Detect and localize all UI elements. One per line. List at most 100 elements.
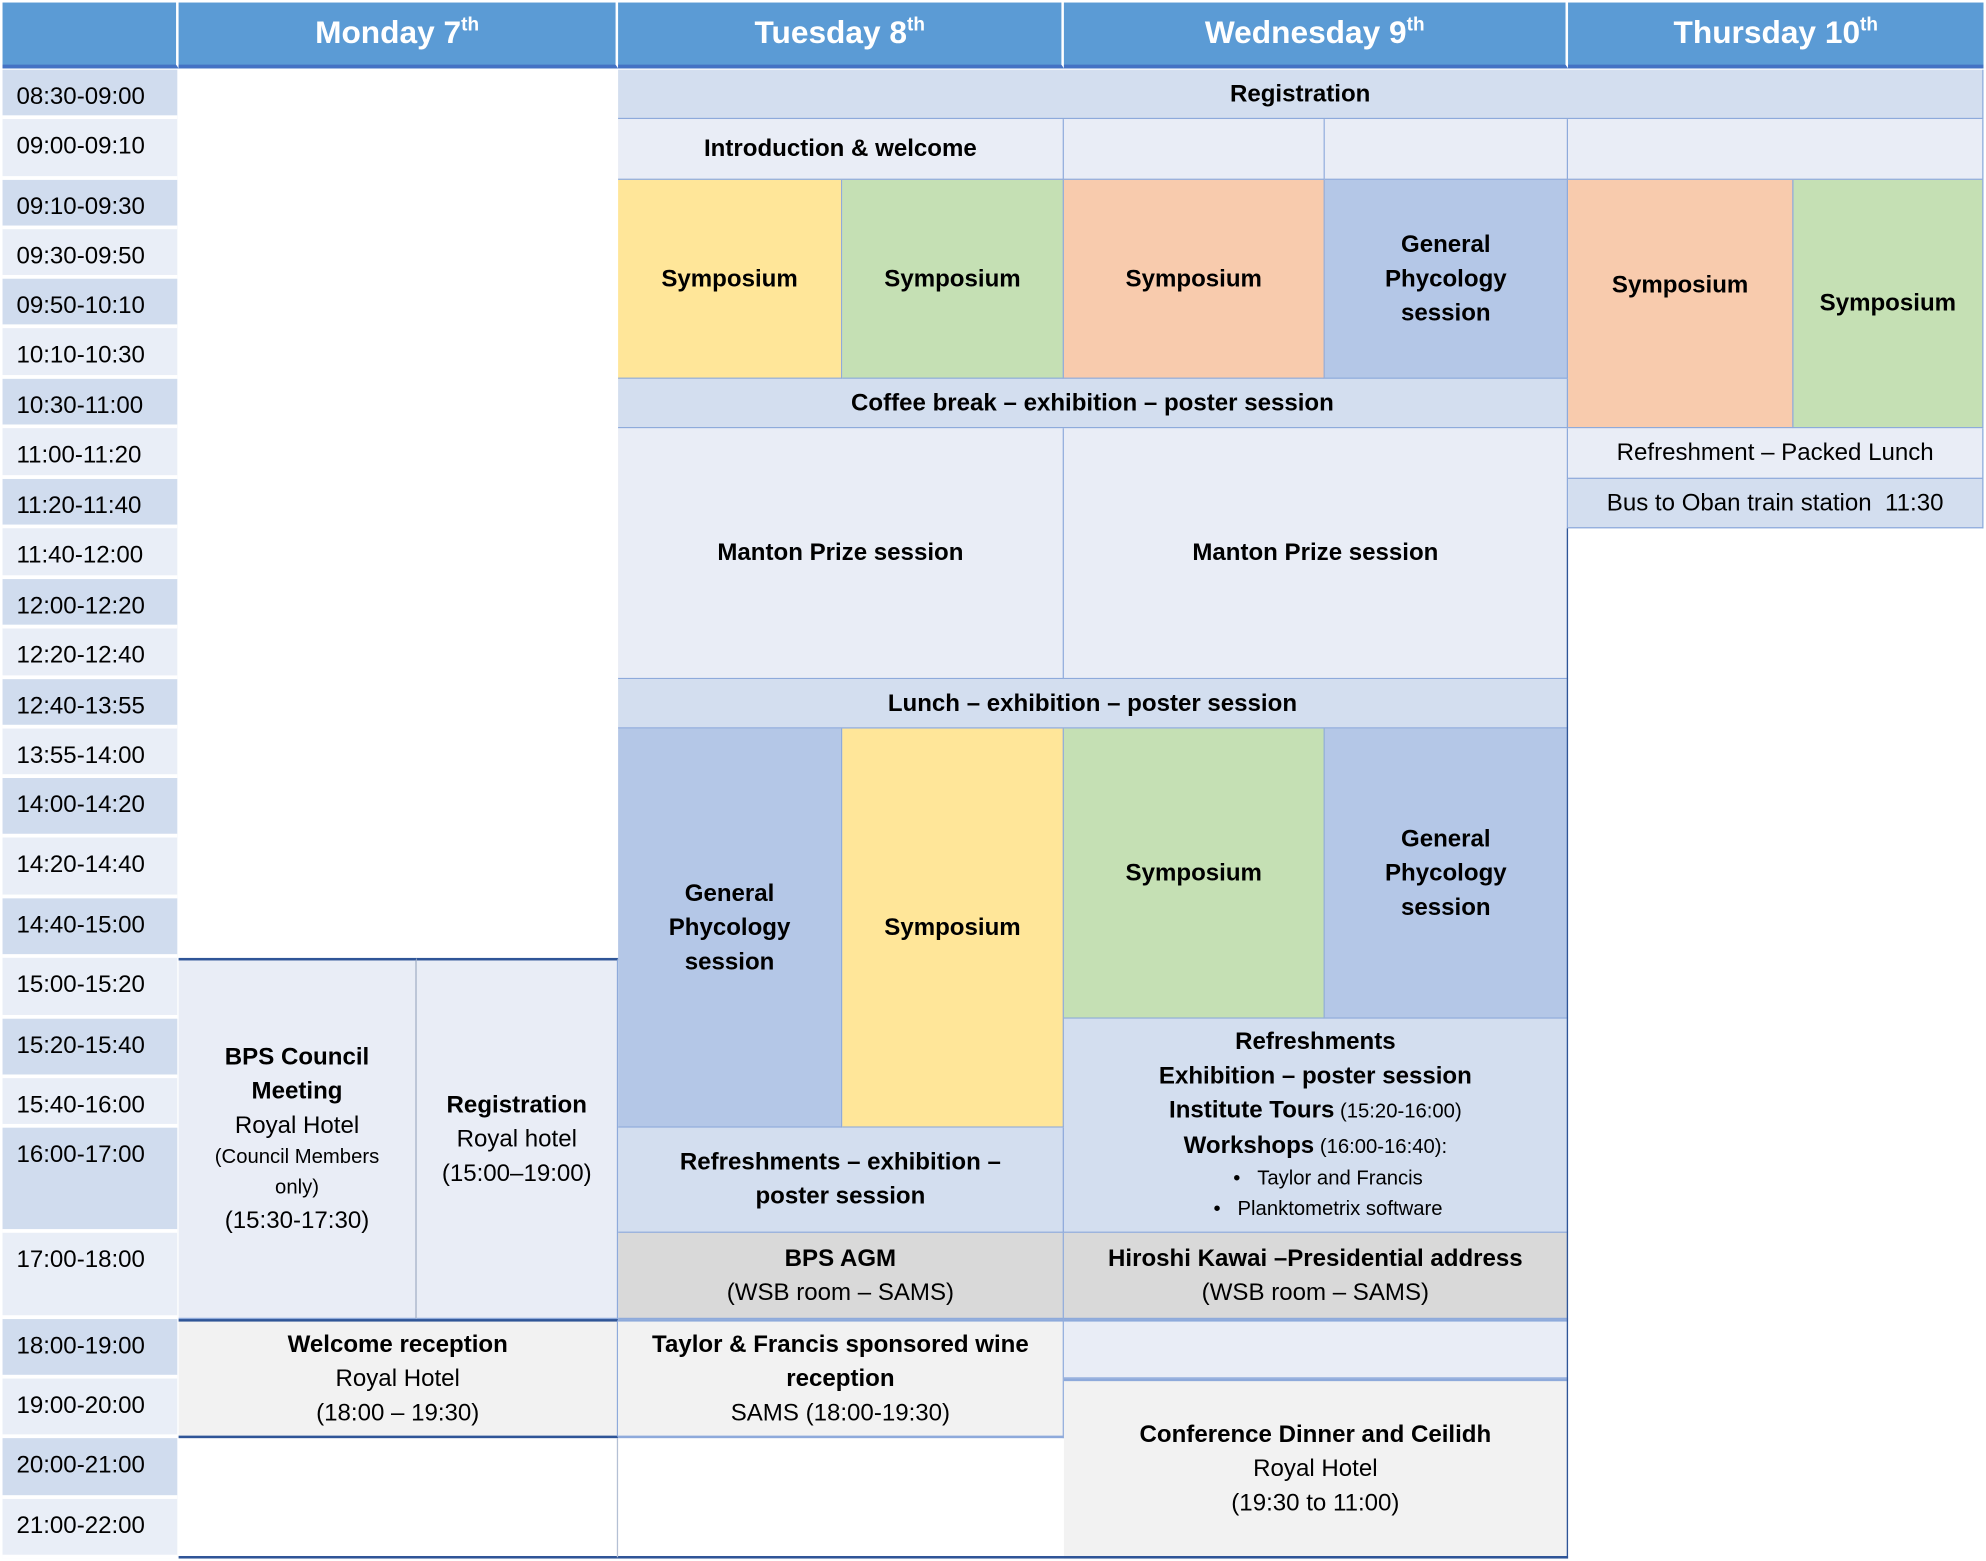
- manton-prize-block: Manton Prize session: [1063, 428, 1569, 680]
- intro-welcome-block: Introduction & welcome: [618, 119, 1064, 180]
- event-subtitle: Workshops: [1183, 1132, 1315, 1160]
- time-slot-label: 15:00-15:20: [2, 957, 178, 1019]
- time-slot-label: 11:00-11:20: [2, 428, 178, 479]
- bps-agm-block: BPS AGM (WSB room – SAMS): [618, 1232, 1064, 1320]
- event-title: session: [1400, 299, 1491, 327]
- event-title: Taylor & Francis sponsored wine: [652, 1331, 1029, 1358]
- time-slot-label: 13:55-14:00: [2, 728, 178, 778]
- event-title: Symposium: [1125, 859, 1262, 887]
- header-wednesday: Wednesday 9th: [1063, 2, 1569, 69]
- event-title: session: [1400, 893, 1491, 921]
- welcome-reception-block: Welcome reception Royal Hotel (18:00 – 1…: [178, 1319, 619, 1439]
- symposium-block: Symposium: [1568, 179, 1794, 429]
- time-slot-label: 17:00-18:00: [2, 1232, 178, 1320]
- event-place: (WSB room – SAMS): [1201, 1279, 1430, 1306]
- time-slot-label: 15:20-15:40: [2, 1018, 178, 1079]
- time-slot-label: 14:20-14:40: [2, 837, 178, 899]
- day-label: Monday 7: [315, 15, 462, 51]
- event-place: Royal Hotel: [335, 1365, 460, 1392]
- event-title: Meeting: [251, 1078, 343, 1105]
- time-slot-label: 10:30-11:00: [2, 378, 178, 429]
- event-title: Symposium: [1125, 265, 1262, 293]
- symposium-block: Symposium: [842, 728, 1064, 1128]
- table-bottom-border: [178, 1555, 1569, 1559]
- registration-block: Registration: [618, 69, 1984, 120]
- bus-block: Bus to Oban train station 11:30: [1568, 478, 1984, 529]
- time-slot-label: 09:10-09:30: [2, 179, 178, 230]
- time-slot-label: 14:40-15:00: [2, 898, 178, 958]
- tue-refreshments-block: Refreshments – exhibition –poster sessio…: [618, 1127, 1064, 1233]
- conference-dinner-block: Conference Dinner and Ceilidh Royal Hote…: [1063, 1378, 1569, 1559]
- time-slot-label: 12:00-12:20: [2, 579, 178, 629]
- event-subtitle: Institute Tours: [1169, 1097, 1335, 1124]
- time-slot-label: 20:00-21:00: [2, 1438, 178, 1499]
- event-title: Phycology: [668, 914, 791, 941]
- event-note: (Council Members only): [214, 1146, 380, 1199]
- event-place: Royal Hotel: [234, 1112, 360, 1140]
- event-title: BPS AGM: [784, 1244, 897, 1272]
- event-title: Phycology: [1384, 265, 1507, 293]
- symposium-block: Symposium: [842, 179, 1064, 379]
- presidential-address-block: Hiroshi Kawai –Presidential address(WSB …: [1063, 1232, 1569, 1320]
- event-title: Registration: [1229, 80, 1371, 108]
- header-corner: [2, 2, 179, 69]
- event-title: Registration: [446, 1091, 587, 1119]
- symposium-block: Symposium: [1063, 179, 1325, 379]
- event-title: Manton Prize session: [717, 539, 964, 567]
- event-title: Manton Prize session: [1192, 539, 1439, 567]
- time-slot-label: 09:30-09:50: [2, 229, 178, 279]
- empty-slot: [1063, 1319, 1569, 1379]
- bps-council-block: BPS Council Meeting Royal Hotel (Council…: [178, 957, 417, 1320]
- event-time: (16:00-16:40):: [1314, 1136, 1448, 1159]
- day-suffix: th: [1860, 13, 1879, 36]
- header-thursday: Thursday 10th: [1568, 2, 1984, 69]
- event-title: Symposium: [1819, 290, 1957, 317]
- event-title: Conference Dinner and Ceilidh: [1139, 1421, 1492, 1449]
- day-suffix: th: [1406, 13, 1425, 36]
- monday-registration-block: Registration Royal hotel (15:00–19:00): [416, 957, 619, 1320]
- event-time: (15:20-16:00): [1334, 1101, 1462, 1123]
- time-slot-label: 12:40-13:55: [2, 679, 178, 729]
- event-time: (15:30-17:30): [224, 1207, 370, 1235]
- time-slot-label: 12:20-12:40: [2, 628, 178, 680]
- wed-refreshments-block: Refreshments Exhibition – poster session…: [1063, 1018, 1569, 1233]
- event-place: Royal Hotel: [1253, 1455, 1378, 1483]
- event-subtitle: Exhibition – poster session: [1158, 1063, 1472, 1090]
- day-suffix: th: [907, 13, 925, 36]
- event-title: Bus to Oban train station 11:30: [1606, 489, 1944, 517]
- header-tuesday: Tuesday 8th: [618, 2, 1064, 69]
- time-slot-label: 21:00-22:00: [2, 1498, 178, 1559]
- event-title: Lunch – exhibition – poster session: [887, 689, 1298, 717]
- header-monday: Monday 7th: [178, 2, 619, 69]
- event-title: Symposium: [1611, 272, 1749, 300]
- coffee-break-block: Coffee break – exhibition – poster sessi…: [618, 378, 1569, 429]
- time-slot-label: 18:00-19:00: [2, 1319, 178, 1379]
- time-slot-label: 19:00-20:00: [2, 1378, 178, 1439]
- time-slot-label: 15:40-16:00: [2, 1078, 178, 1128]
- time-slot-label: 10:10-10:30: [2, 328, 178, 379]
- time-slot-label: 11:20-11:40: [2, 478, 178, 529]
- event-place: SAMS (18:00-19:30): [730, 1399, 951, 1427]
- event-place: (WSB room – SAMS): [726, 1279, 955, 1306]
- event-title: session: [684, 948, 775, 976]
- event-title: reception: [786, 1365, 895, 1392]
- day-suffix: th: [461, 13, 480, 36]
- time-slot-label: 11:40-12:00: [2, 528, 178, 580]
- event-title: Symposium: [661, 265, 798, 293]
- time-slot-label: 09:50-10:10: [2, 278, 178, 329]
- event-title: BPS Council: [224, 1044, 370, 1071]
- manton-prize-block: Manton Prize session: [618, 428, 1064, 680]
- column-divider: [616, 1438, 619, 1558]
- event-title: Refreshment – Packed Lunch: [1616, 439, 1934, 467]
- event-title: poster session: [755, 1183, 926, 1211]
- empty-slot: [1063, 119, 1325, 180]
- wine-reception-block: Taylor & Francis sponsored wine receptio…: [618, 1319, 1064, 1439]
- event-place: Royal hotel: [456, 1125, 577, 1153]
- empty-slot: [1324, 119, 1569, 180]
- event-title: General: [684, 880, 775, 907]
- workshop-item: Planktometrix software: [1237, 1198, 1443, 1221]
- symposium-block: Symposium: [1063, 728, 1325, 1019]
